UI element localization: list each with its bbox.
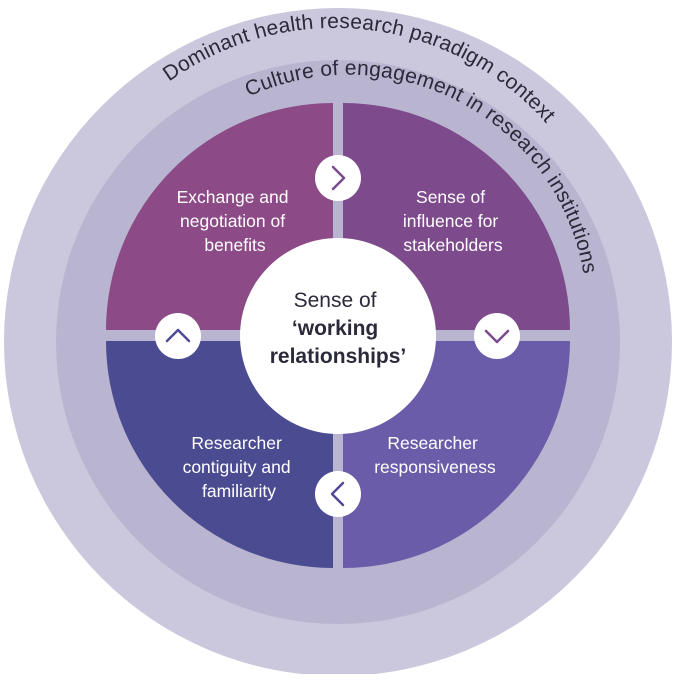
chevron-up-icon	[155, 313, 201, 359]
chevron-right-icon	[315, 155, 361, 201]
quadrant-bottom-left-label: Researcher contiguity and familiarity	[183, 433, 296, 501]
chevron-down-icon	[474, 313, 520, 359]
center-label: Sense of ‘working relationships’	[270, 289, 407, 368]
chevron-left-icon	[315, 471, 361, 517]
quadrant-top-right-label: Sense of influence for stakeholders	[403, 187, 503, 255]
quadrant-bottom-right-label: Researcher responsiveness	[374, 433, 496, 477]
center-circle	[240, 238, 436, 434]
quadrant-top-left-label: Exchange and negotiation of benefits	[177, 187, 294, 255]
